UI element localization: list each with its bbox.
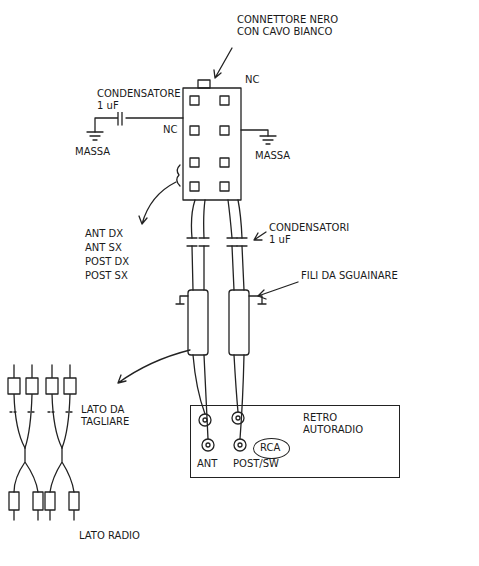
cable-shield	[229, 290, 249, 355]
text-label: LATO DA TAGLIARE	[80, 404, 138, 428]
text-label: POST DX	[84, 256, 130, 268]
radio-back-panel: RETRO AUTORADIO RCA	[190, 405, 400, 478]
ground-mark	[249, 296, 266, 304]
node-text: RCA	[260, 442, 283, 454]
capacitor-symbols	[187, 238, 247, 246]
node-text: RETRO AUTORADIO	[303, 412, 393, 436]
leader-arrow	[254, 232, 266, 240]
text-label: LATO RADIO	[78, 530, 141, 542]
rca-y-cables	[8, 365, 79, 520]
text-label: ANT	[196, 458, 218, 470]
leader-arrow	[258, 282, 298, 299]
text-label: POST SX	[84, 270, 129, 282]
ground-wire	[241, 130, 268, 136]
cable-shield	[188, 290, 208, 355]
text-label: POST/SW	[232, 458, 280, 470]
text-label: ANT DX	[84, 228, 124, 240]
text-label: NC	[162, 124, 178, 136]
ground-symbol	[260, 136, 276, 144]
connector-pins	[190, 96, 229, 191]
bracket	[177, 165, 180, 186]
text-label: NC	[244, 74, 260, 86]
text-label: ANT SX	[84, 242, 123, 254]
text-label: CONDENSATORE 1 uF	[96, 88, 172, 112]
wire	[238, 200, 244, 439]
leader-arrow	[139, 182, 176, 224]
text-label: CONNETTORE NERO CON CAVO BIANCO	[236, 14, 358, 38]
leader-arrow	[214, 48, 232, 78]
rca-jacks	[199, 412, 246, 451]
ground-mark	[176, 296, 188, 304]
text-label: MASSA	[254, 150, 291, 162]
text-label: FILI DA SGUAINARE	[300, 270, 402, 282]
leader-arrow	[118, 350, 190, 383]
connector-body	[183, 88, 241, 200]
wire	[191, 200, 205, 414]
rca-oval: RCA	[253, 438, 290, 459]
text-label: CONDENSATORI 1 uF	[268, 222, 350, 246]
ground-symbol	[87, 132, 103, 140]
text-label: MASSA	[74, 146, 111, 158]
connector-tab	[198, 80, 210, 88]
